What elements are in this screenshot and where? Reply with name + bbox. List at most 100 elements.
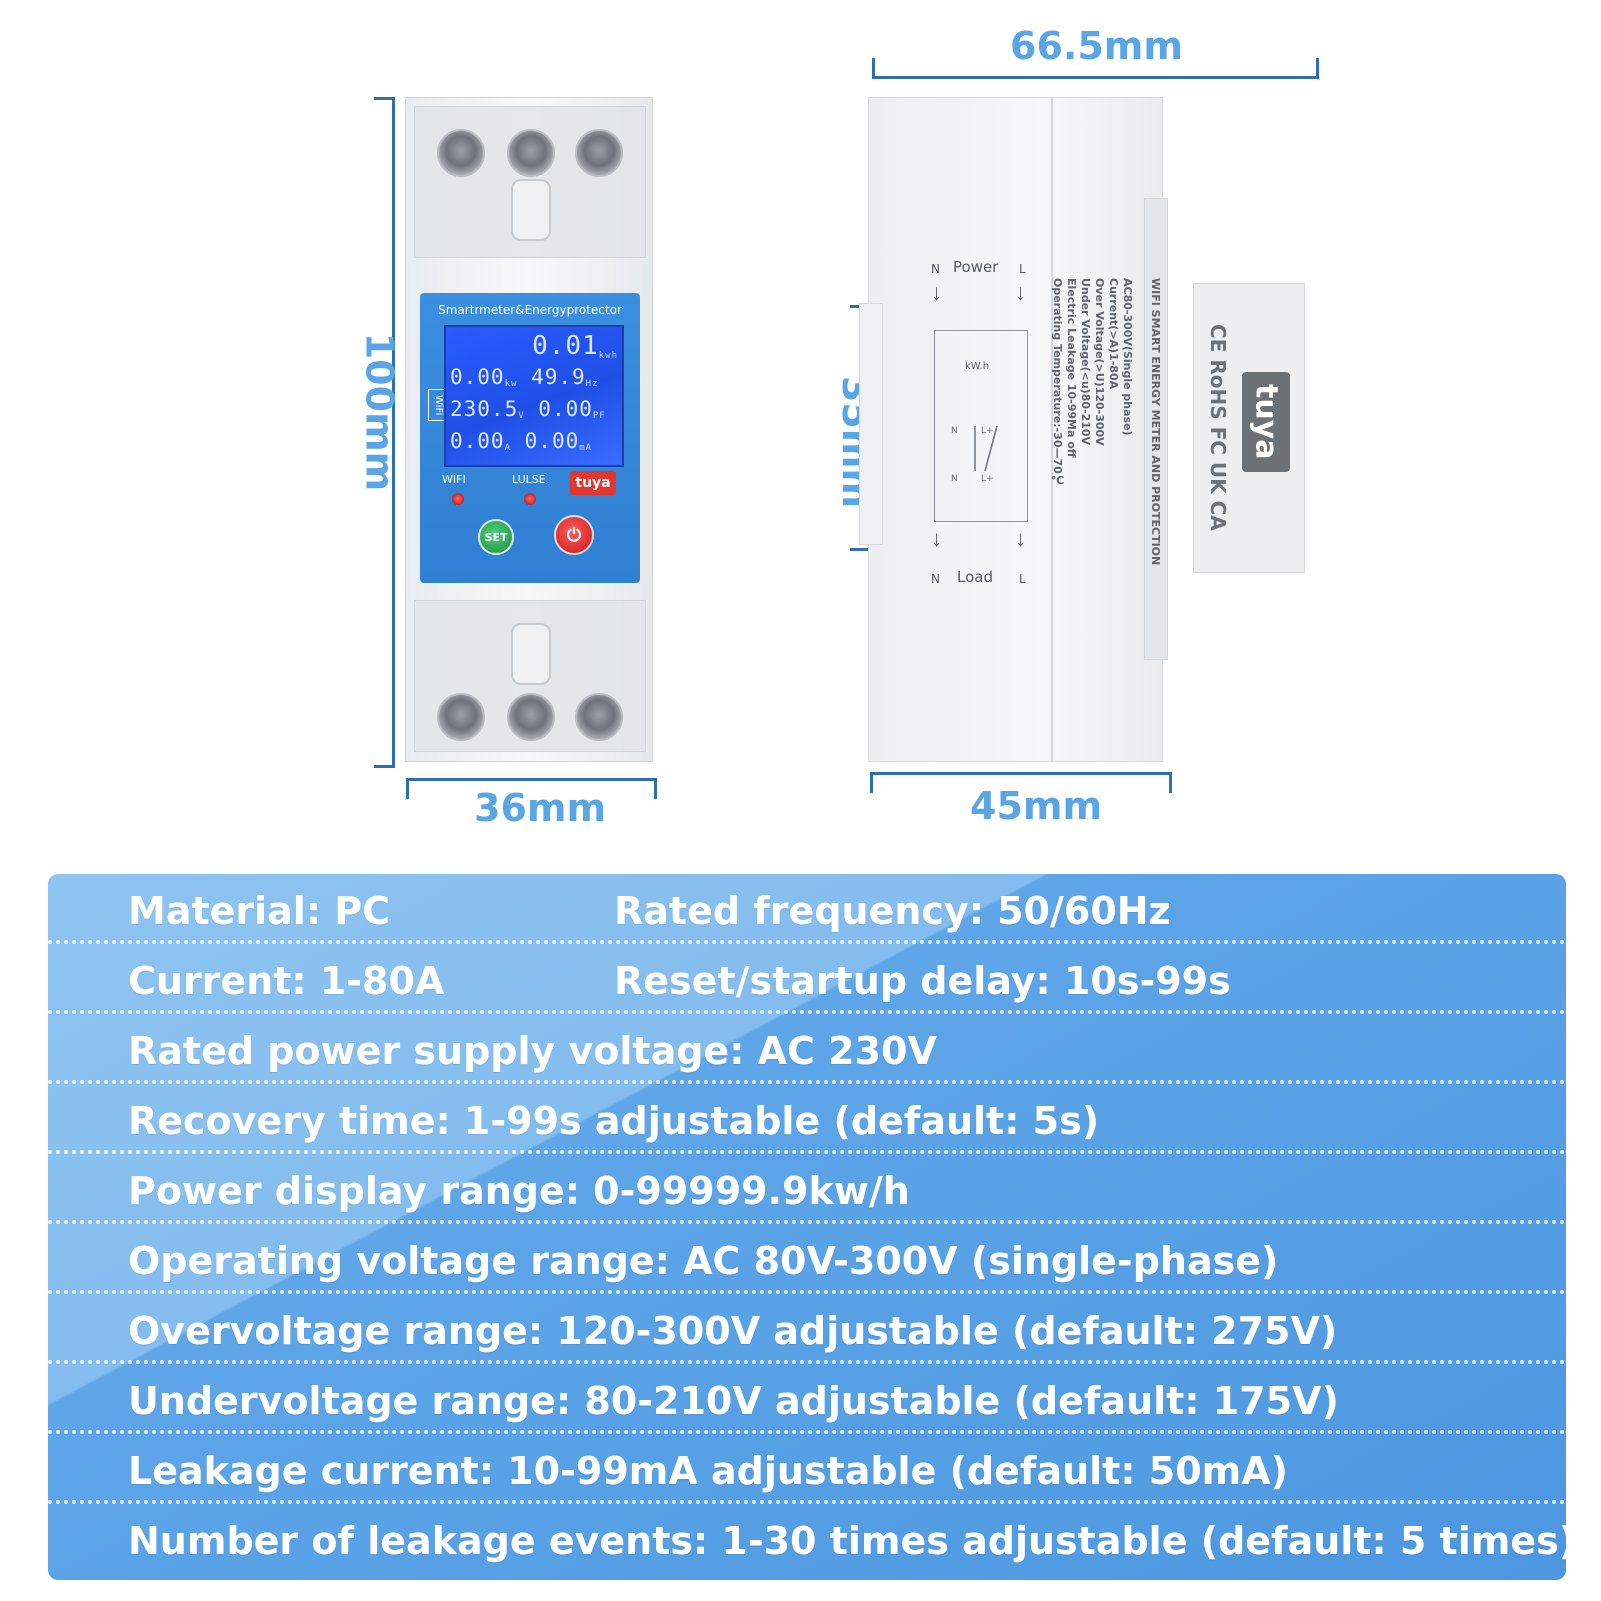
power-label: Power	[953, 258, 999, 276]
spec-row: Leakage current: 10-99mA adjustable (def…	[48, 1434, 1566, 1504]
spec-material: Material: PC	[128, 889, 390, 933]
arrow-down-icon: ↓	[1015, 526, 1026, 551]
terminal-cover-clip	[511, 179, 551, 241]
lcd-row-voltage-pf: 230.5V 0.00PF	[450, 397, 618, 427]
spec-row: Operating voltage range: AC 80V-300V (si…	[48, 1224, 1566, 1294]
spec-row: Material: PC Rated frequency: 50/60Hz	[48, 874, 1566, 944]
certification-marks: CE RoHS FC UK CA	[1204, 324, 1232, 531]
spec-line-2: AC80-300V(Single phase)	[1121, 278, 1134, 436]
svg-text:N: N	[951, 426, 958, 436]
pulse-led-label: LULSE	[512, 473, 546, 486]
control-panel: Smartrmeter&Energyprotector WiFi 0.01kwh…	[420, 293, 640, 583]
spec-leakage-current: Leakage current: 10-99mA adjustable (def…	[128, 1449, 1289, 1493]
front-width-bracket	[406, 778, 657, 799]
terminal-screw	[507, 129, 555, 177]
height-bracket	[374, 97, 395, 768]
lcd-energy-value: 0.01	[532, 331, 599, 361]
panel-title: Smartrmeter&Energyprotector	[438, 303, 622, 317]
lcd-energy-unit: kwh	[598, 351, 618, 361]
terminal-cover-clip	[511, 623, 551, 685]
fc-mark: FC	[1206, 426, 1230, 455]
spec-row: Undervoltage range: 80-210V adjustable (…	[48, 1364, 1566, 1434]
switch-diagram-icon: N N L+ L+	[951, 425, 998, 484]
ukca-mark: UK CA	[1206, 461, 1230, 531]
spec-overvoltage-range: Overvoltage range: 120-300V adjustable (…	[128, 1309, 1338, 1353]
spec-recovery-time: Recovery time: 1-99s adjustable (default…	[128, 1099, 1100, 1143]
load-l-label: L	[1019, 572, 1026, 586]
power-button[interactable]: ⏻	[554, 515, 594, 555]
wifi-led-label: WIFI	[442, 473, 466, 486]
terminal-screw	[437, 693, 485, 741]
lcd-leakage-unit: mA	[579, 443, 593, 453]
bottom-terminal-block	[414, 600, 646, 752]
lcd-row-power-frequency: 0.00kw 49.9Hz	[450, 365, 618, 395]
side-depth-bracket	[870, 772, 1172, 793]
spec-row: Power display range: 0-99999.9kw/h	[48, 1154, 1566, 1224]
wiring-diagram: kW.h N N L+ L+	[934, 330, 1028, 522]
meter-side-view: N Power L ↓ ↓ kW.h N N L+ L+ ↓ ↓ N Load …	[859, 97, 1168, 762]
terminal-screw	[507, 693, 555, 741]
terminal-screw	[575, 129, 623, 177]
lcd-power-unit: kw	[504, 379, 518, 389]
lcd-row-energy: 0.01kwh	[450, 331, 618, 361]
svg-text:L+: L+	[981, 426, 994, 436]
top-width-label: 66.5mm	[1010, 24, 1183, 68]
lcd-frequency-value: 49.9	[531, 365, 586, 389]
side-divider	[1051, 98, 1053, 761]
meter-front-view: Smartrmeter&Energyprotector WiFi 0.01kwh…	[405, 97, 653, 762]
arrow-down-icon: ↓	[1015, 280, 1026, 305]
svg-text:N: N	[951, 474, 958, 484]
terminal-screw	[575, 693, 623, 741]
tuya-logo-text: tuya	[1248, 384, 1284, 460]
front-width-label: 36mm	[474, 786, 607, 830]
load-n-label: N	[931, 572, 940, 586]
spec-leakage-events: Number of leakage events: 1-30 times adj…	[128, 1519, 1566, 1563]
spec-row: Recovery time: 1-99s adjustable (default…	[48, 1084, 1566, 1154]
lcd-current-unit: A	[504, 443, 511, 453]
set-button[interactable]: SET	[478, 519, 514, 555]
wifi-led	[452, 493, 464, 505]
spec-power-display-range: Power display range: 0-99999.9kw/h	[128, 1169, 910, 1213]
diagram-label: kW.h	[965, 361, 990, 372]
spec-rated-voltage: Rated power supply voltage: AC 230V	[128, 1029, 937, 1073]
height-label: 100mm	[357, 332, 402, 492]
spec-row: Current: 1-80A Reset/startup delay: 10s-…	[48, 944, 1566, 1014]
side-rail-guide	[1144, 198, 1168, 660]
spec-line-1: WIFI SMART ENERGY METER AND PROTECTION	[1149, 278, 1162, 566]
spec-row: Overvoltage range: 120-300V adjustable (…	[48, 1294, 1566, 1364]
spec-line-3: Current(>A)1-80A	[1107, 278, 1120, 390]
spec-line-4: Over Voltage(>U)120-300V	[1093, 278, 1106, 446]
lcd-display: 0.01kwh 0.00kw 49.9Hz 230.5V 0.00PF 0.00…	[444, 325, 624, 467]
spec-line-7: Operating Temperature:-30—70℃	[1051, 278, 1064, 487]
rohs-mark: RoHS	[1206, 359, 1230, 420]
specification-panel: Material: PC Rated frequency: 50/60Hz Cu…	[48, 874, 1566, 1580]
spec-row: Rated power supply voltage: AC 230V	[48, 1014, 1566, 1084]
pulse-led	[524, 493, 536, 505]
lcd-pf-unit: PF	[592, 411, 606, 421]
power-n-label: N	[931, 262, 940, 276]
spec-line-5: Under Voltage(<u)80-210V	[1079, 278, 1092, 446]
lcd-current-value: 0.00	[450, 429, 505, 453]
top-width-bracket	[872, 58, 1319, 79]
ce-mark: CE	[1206, 324, 1230, 353]
spec-rated-frequency: Rated frequency: 50/60Hz	[614, 889, 1171, 933]
din-rail-notch	[859, 303, 883, 545]
arrow-down-icon: ↓	[931, 526, 942, 551]
svg-text:L+: L+	[981, 474, 994, 484]
top-terminal-block	[414, 106, 646, 258]
spec-current: Current: 1-80A	[128, 959, 445, 1003]
lcd-voltage-unit: V	[518, 411, 525, 421]
lcd-row-current-leakage: 0.00A 0.00mA	[450, 429, 618, 459]
lcd-leakage-value: 0.00	[524, 429, 580, 453]
power-l-label: L	[1019, 262, 1026, 276]
load-label: Load	[957, 568, 993, 586]
tuya-badge: tuya	[570, 471, 616, 495]
spec-line-6: Electric Leakage 10-99Ma off	[1065, 278, 1078, 458]
spec-row: Number of leakage events: 1-30 times adj…	[48, 1504, 1566, 1574]
lcd-frequency-unit: Hz	[585, 379, 599, 389]
lcd-voltage-value: 230.5	[450, 397, 519, 421]
arrow-down-icon: ↓	[931, 280, 942, 305]
lcd-pf-value: 0.00	[538, 397, 593, 421]
spec-undervoltage-range: Undervoltage range: 80-210V adjustable (…	[128, 1379, 1339, 1423]
terminal-screw	[437, 129, 485, 177]
